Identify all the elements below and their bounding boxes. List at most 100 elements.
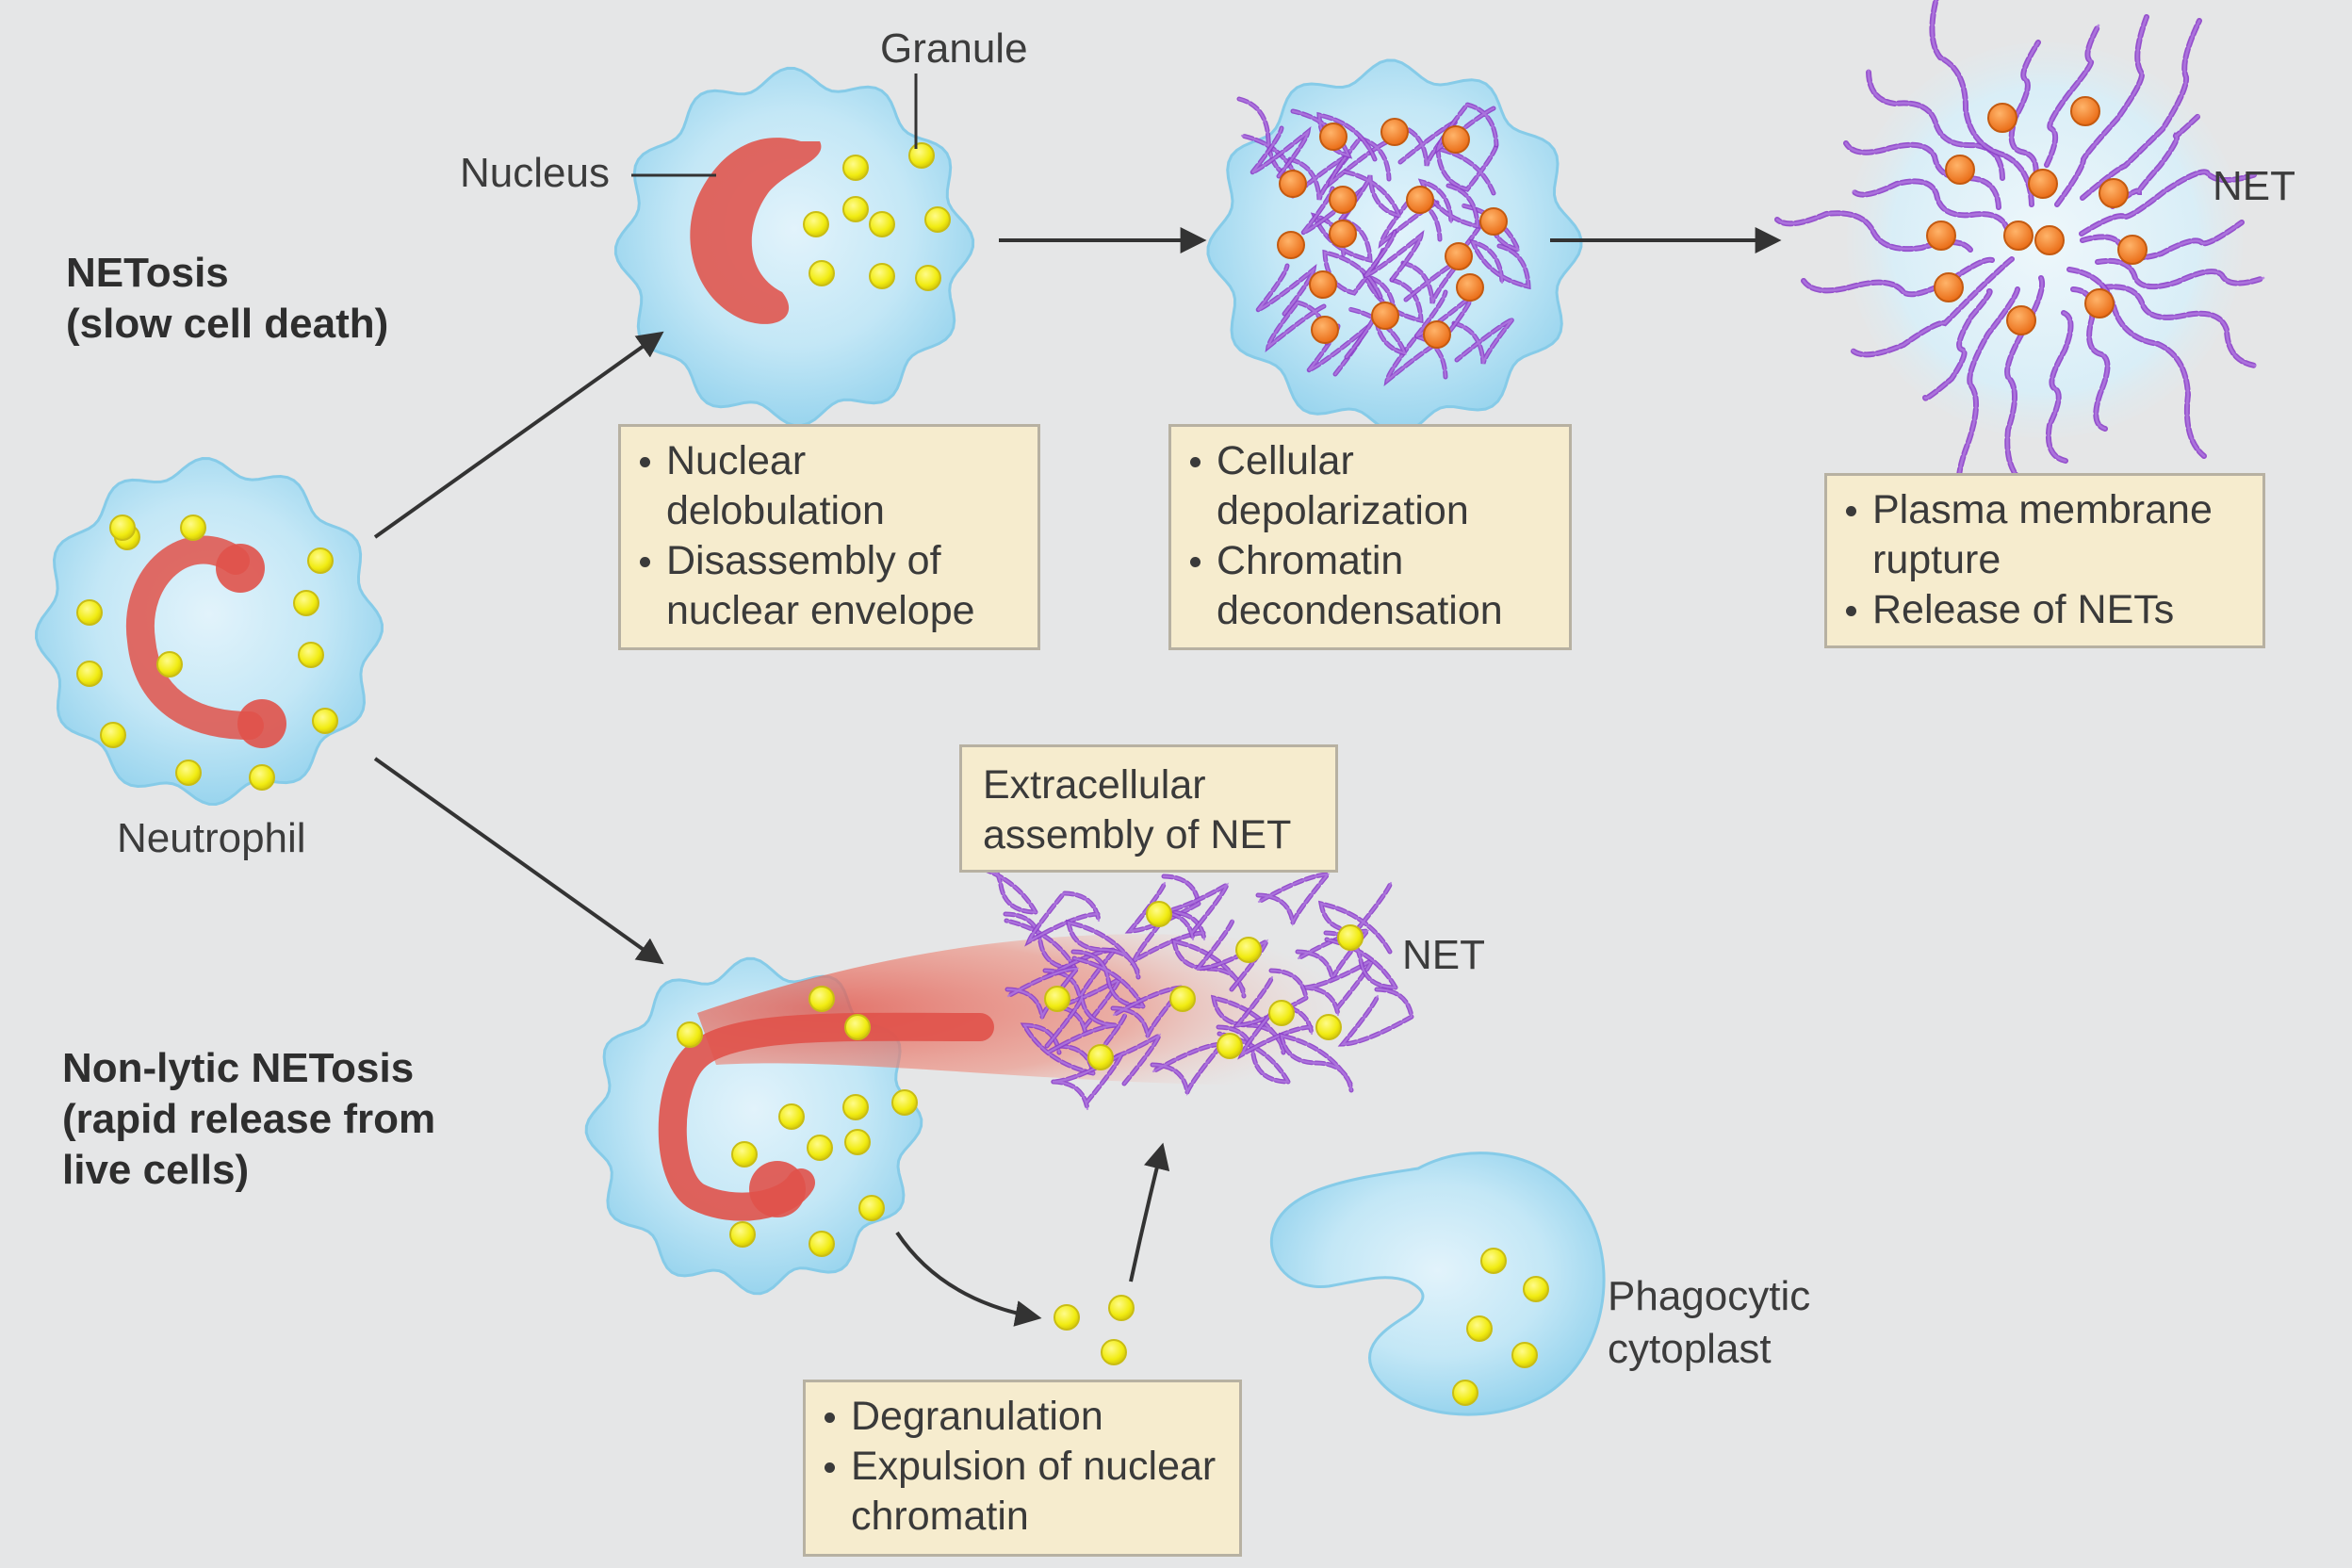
nucleus-lobe	[216, 544, 265, 593]
chromatin-strand-highlight	[1923, 289, 1992, 400]
net-granule-icon	[1934, 272, 1964, 302]
chromatin-strand-highlight	[2045, 24, 2100, 167]
neutrophil-label: Neutrophil	[117, 815, 306, 861]
chromatin-strand-highlight	[1026, 891, 1101, 944]
granule-icon	[844, 1014, 871, 1040]
box-bullet: Disassembly of nuclear envelope	[634, 536, 1024, 636]
net-granule-icon	[1406, 186, 1434, 214]
chromatin-strand-highlight	[1151, 1042, 1225, 1097]
chromatin-strand-highlight	[1302, 957, 1375, 1017]
granules-layer	[76, 96, 2148, 1406]
granule-icon	[298, 642, 324, 668]
nucleus-lobe	[749, 1161, 806, 1217]
chromatin-stream	[697, 934, 1348, 1086]
phagocytic-label-1: Phagocytic	[1608, 1273, 1811, 1319]
granule-icon	[1268, 1000, 1295, 1026]
netosis-title: NETosis	[66, 250, 229, 296]
arrow-icon	[1129, 1142, 1170, 1282]
net-label-top: NET	[2213, 163, 2295, 209]
granule-icon	[1315, 1014, 1342, 1040]
granule-icon	[109, 514, 136, 541]
box-bullet: Cellular depolarization	[1184, 436, 1556, 536]
chromatin-strand-highlight	[1251, 126, 1310, 178]
chromatin-strand-highlight	[1380, 197, 1442, 246]
granule-icon	[1044, 986, 1070, 1012]
box-text: Extracellular assembly of NET	[983, 762, 1292, 858]
chromatin-strand-highlight	[1401, 257, 1462, 304]
delobulating-cell	[613, 66, 975, 428]
granule-icon	[1452, 1380, 1478, 1406]
chromatin-strand-highlight	[1319, 881, 1393, 954]
granule-icon	[677, 1021, 703, 1048]
chromatin-strand-highlight	[1452, 318, 1513, 365]
chromatin-strand-highlight	[1340, 988, 1413, 1046]
box-bullet: Nuclear delobulation	[634, 436, 1024, 536]
granule-icon	[869, 263, 895, 289]
nonlytic-title: Non-lytic NETosis	[62, 1045, 415, 1091]
arrows-layer	[373, 227, 1782, 1327]
net-granule-icon	[1987, 103, 2017, 133]
net-granule-icon	[1319, 122, 1348, 151]
granule-icon	[808, 260, 835, 286]
chromatin-strand-highlight	[1256, 873, 1331, 927]
degranulation-box: Degranulation Expulsion of nuclear chrom…	[803, 1380, 1242, 1557]
granule-icon	[807, 1135, 833, 1161]
granule-icon	[869, 211, 895, 237]
granule-icon	[1523, 1276, 1549, 1302]
granule-icon	[908, 142, 935, 169]
chromatin-strand-highlight	[1931, 0, 2034, 206]
delobulating-nucleus	[690, 138, 822, 324]
chromatin-strand-highlight	[2111, 114, 2200, 208]
chromatin-strand-highlight	[1067, 921, 1140, 979]
netosis-subtitle: (slow cell death)	[66, 301, 389, 347]
granule-icon	[293, 590, 319, 616]
chromatin-strand-highlight	[2081, 220, 2244, 259]
granule-icon	[1146, 901, 1172, 927]
chromatin-strand-highlight	[2080, 171, 2258, 236]
chromatin-strand-highlight	[2047, 311, 2072, 463]
net-granule-icon	[1309, 270, 1337, 299]
nucleus-lobe	[237, 699, 286, 748]
granule-icon	[312, 708, 338, 734]
chromatin-stream-layer	[658, 934, 1348, 1221]
granule-label: Granule	[880, 25, 1028, 72]
granule-icon	[778, 1103, 805, 1130]
nonlytic-subtitle-1: (rapid release from	[62, 1096, 436, 1142]
granule-icon	[180, 514, 206, 541]
nuclear-changes-box: Nuclear delobulation Disassembly of nucl…	[618, 424, 1040, 650]
nucleus-label: Nucleus	[460, 150, 610, 196]
granule-icon	[729, 1221, 756, 1248]
chromatin-strand-highlight	[1471, 240, 1530, 288]
net-granule-icon	[2099, 178, 2129, 208]
chromatin-strand-highlight	[1364, 230, 1423, 282]
box-bullet: Degranulation	[819, 1392, 1226, 1442]
granule-icon	[731, 1141, 758, 1168]
chromatin-strand-highlight	[1329, 137, 1391, 186]
granule-icon	[1235, 937, 1262, 963]
chromatin-strand-highlight	[1052, 1052, 1124, 1111]
granule-icon	[175, 760, 202, 786]
granule-icon	[1480, 1248, 1507, 1274]
granule-icon	[842, 155, 869, 181]
decondensing-cell	[1206, 58, 1583, 435]
granule-icon	[844, 1129, 871, 1155]
net-granule-icon	[1311, 316, 1339, 344]
chromatin-strand-highlight	[1157, 882, 1230, 941]
plasma-membrane-box: Plasma membrane rupture Release of NETs	[1824, 473, 2265, 648]
chromatin-strand-highlight	[2081, 19, 2201, 200]
net-granule-icon	[1279, 170, 1307, 198]
granule-icon	[1087, 1044, 1114, 1070]
expelled-nucleus	[658, 1012, 994, 1221]
net-granule-icon	[1380, 118, 1409, 146]
neutrophil-cell	[34, 456, 384, 807]
chromatin-strand-highlight	[1022, 1023, 1095, 1075]
chromatin-strand-highlight	[1844, 141, 2001, 209]
granule-icon	[76, 599, 103, 626]
granule-icon	[808, 986, 835, 1012]
net-granule-icon	[2034, 225, 2065, 255]
chromatin-strand-highlight	[1280, 1034, 1353, 1092]
net-label-bottom: NET	[1402, 932, 1485, 978]
chromatin-strand-highlight	[1851, 257, 2014, 356]
chromatin-strand-highlight	[1852, 180, 2010, 234]
